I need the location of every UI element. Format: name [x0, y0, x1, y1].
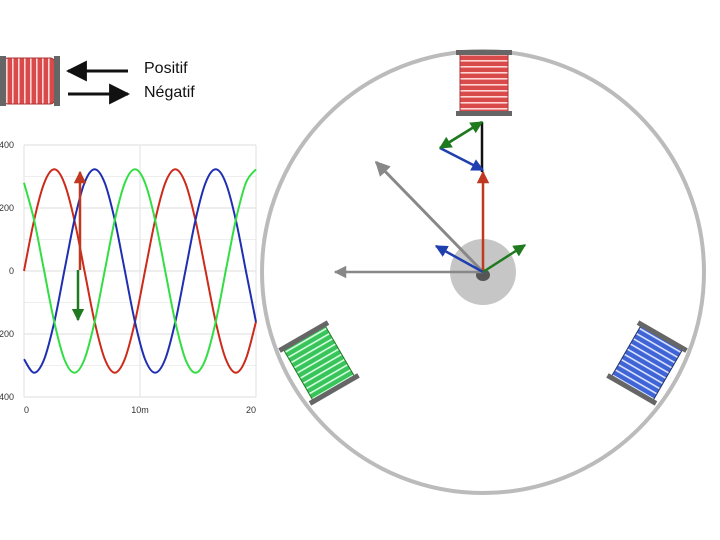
- phase-waveform-chart: 400 200 0 -200 -400 0 10m 20: [0, 140, 257, 415]
- chart-xtick-label: 0: [24, 405, 29, 415]
- chart-ytick-label: 0: [9, 266, 14, 276]
- chart-ytick-label: -400: [0, 392, 14, 402]
- green-phase-vector-arrow: [482, 243, 527, 274]
- chart-grid: [23, 144, 257, 398]
- chart-xtick-label: 20: [246, 405, 256, 415]
- legend-negative-label: Négatif: [144, 84, 195, 101]
- legend-positive-label: Positif: [144, 60, 188, 77]
- green-coil-icon: [278, 320, 360, 406]
- chart-series: [23, 168, 257, 374]
- chart-ytick-label: -200: [0, 329, 14, 339]
- chart-ytick-label: 400: [0, 140, 14, 150]
- blue-sum-vector-arrow: [439, 146, 485, 172]
- chart-series-line-0: [23, 168, 257, 374]
- red-coil-icon: [456, 50, 512, 116]
- chart-series-line-2: [23, 168, 257, 374]
- resultant-vector-arrow: [374, 160, 485, 274]
- green-tip-arrow: [439, 120, 484, 150]
- chart-xtick-label: 10m: [131, 405, 149, 415]
- chart-series-line-1: [23, 168, 257, 374]
- blue-phase-vector-arrow: [434, 244, 484, 274]
- blue-coil-icon: [606, 320, 688, 406]
- chart-ticks: 400 200 0 -200 -400 0 10m 20: [0, 140, 256, 415]
- legend-coil-icon: [0, 56, 60, 106]
- chart-ytick-label: 200: [0, 203, 14, 213]
